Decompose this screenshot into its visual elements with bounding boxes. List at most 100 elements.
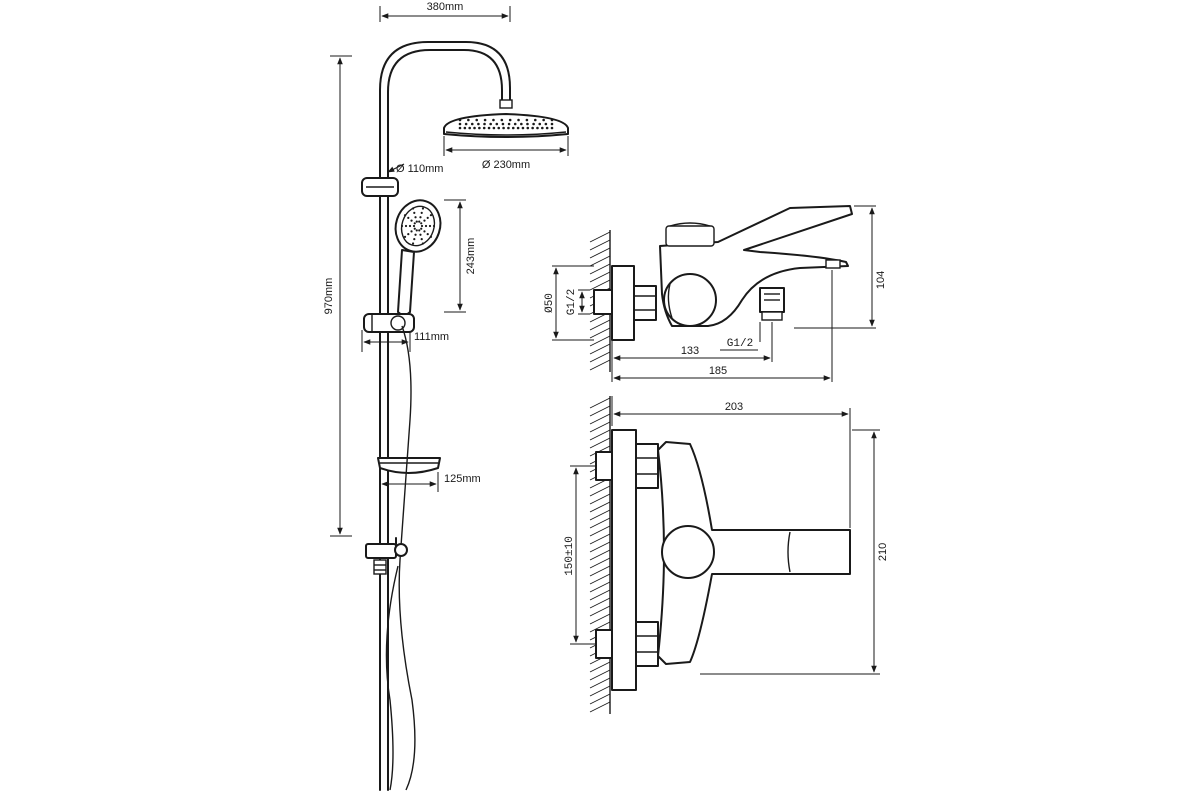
wall-hatch-line [589, 677, 611, 689]
nozzle-dot [526, 122, 529, 126]
mixer-width-label: 203 [725, 401, 743, 413]
nozzle-dot [541, 126, 544, 130]
nozzle-dot [411, 207, 415, 210]
nozzle-dot [501, 122, 505, 126]
upper-slide-holder [361, 177, 399, 197]
nozzle-dot [458, 122, 462, 126]
wall-hatch-line [589, 517, 611, 529]
wall-hatch-line [589, 541, 611, 553]
nozzle-dot [489, 122, 492, 126]
width-dimension: 380mm [379, 1, 511, 22]
holder-offset-label: 111mm [414, 331, 449, 343]
soap-dish [377, 457, 441, 474]
nozzle-dot [421, 242, 425, 245]
nozzle-dot [415, 229, 418, 232]
wall-hatch-line [589, 239, 611, 251]
mixer-height-label: 104 [875, 271, 887, 289]
nozzle-dot [404, 224, 408, 228]
wall-hatch-line [589, 669, 611, 681]
nozzle-dot [419, 233, 422, 236]
wall-hatch-line [589, 255, 611, 267]
hand-shower-holder [363, 313, 415, 333]
nozzle-dot [513, 122, 517, 126]
nozzle-dot [516, 126, 520, 130]
nozzle-dot [415, 220, 418, 223]
head-diameter-label: Ø 230mm [482, 159, 530, 171]
nozzle-dot [463, 126, 467, 130]
wall-hatch-line [589, 397, 611, 409]
wall-hatch-line [589, 565, 611, 577]
wall-hatch-line [589, 581, 611, 593]
width-label: 380mm [427, 1, 464, 13]
wall-hatch-line [589, 405, 611, 417]
nozzle-dot [521, 126, 525, 130]
nozzle-dot [468, 126, 471, 130]
nozzle-dot [429, 214, 433, 217]
handset-length-dimension: 243mm [444, 199, 477, 313]
soap-dish-dimension: 125mm [379, 472, 481, 492]
pipe-diameter-label: Ø 110mm [396, 163, 443, 175]
nozzle-dot [511, 126, 515, 130]
wall-hatch-line [589, 661, 611, 673]
thread-out-label: G1/2 [727, 338, 753, 350]
wall-hatch-line [589, 605, 611, 617]
height-label: 970mm [323, 278, 335, 315]
nozzle-dot [432, 224, 436, 228]
nozzle-dot [403, 235, 407, 238]
nozzle-dot [508, 118, 512, 122]
nozzle-dot [420, 211, 423, 214]
pipe-diameter-dimension: Ø 110mm [387, 163, 443, 175]
wall-hatch-line [589, 701, 611, 713]
nozzle-dot [464, 122, 468, 126]
nozzle-dot [492, 126, 496, 130]
wall-hatch-line [589, 509, 611, 521]
nozzle-dot [413, 238, 416, 241]
nozzle-dot [483, 122, 486, 126]
nozzle-dot [550, 126, 554, 130]
nozzle-dot [411, 242, 415, 245]
wall-hatch-line [589, 501, 611, 513]
nozzle-dot [482, 126, 486, 130]
nozzle-dot [420, 238, 423, 241]
wall-hatch-line [589, 573, 611, 585]
wall-hatch-line [589, 597, 611, 609]
nozzle-dot [507, 126, 510, 130]
nozzle-dot [413, 222, 416, 225]
wall-hatch-line [589, 231, 611, 243]
nozzle-dot [410, 230, 413, 233]
wall-hatch-line [589, 533, 611, 545]
wall-hatch-line [589, 271, 611, 283]
nozzle-dot [487, 126, 491, 130]
nozzle-dot [470, 122, 474, 126]
nozzle-dot [533, 118, 537, 122]
nozzle-dot [545, 126, 549, 130]
wall-hatch-line [589, 359, 611, 371]
wall-hatch-line [589, 421, 611, 433]
nozzle-dot [458, 118, 462, 122]
nozzle-dot [407, 233, 410, 236]
nozzle-dot [424, 224, 428, 228]
total-depth-label: 185 [709, 365, 727, 377]
nozzle-dot [420, 224, 424, 228]
nozzle-dot [502, 126, 505, 130]
wall-hatch-line [589, 485, 611, 497]
mixer-top-view: 203 150±10 210 [564, 396, 889, 714]
rain-shower-head [443, 113, 569, 138]
wall-hatch-line [589, 319, 611, 331]
nozzle-dot [412, 224, 416, 228]
wall-hatch-line [589, 613, 611, 625]
nozzle-dot [418, 220, 421, 223]
nozzle-dot [414, 216, 417, 219]
nozzle-dot [423, 230, 426, 233]
nozzle-dot [421, 207, 425, 210]
nozzle-dot [420, 222, 423, 225]
nozzle-dot [536, 126, 539, 130]
height-dimension: 970mm [323, 55, 352, 537]
wall-hatch-line [589, 589, 611, 601]
wall-hatch-line [589, 351, 611, 363]
nozzle-dot [550, 122, 554, 126]
nozzle-dot [458, 126, 462, 130]
nozzle-dot [520, 122, 523, 126]
wall-hatch-line [589, 493, 611, 505]
